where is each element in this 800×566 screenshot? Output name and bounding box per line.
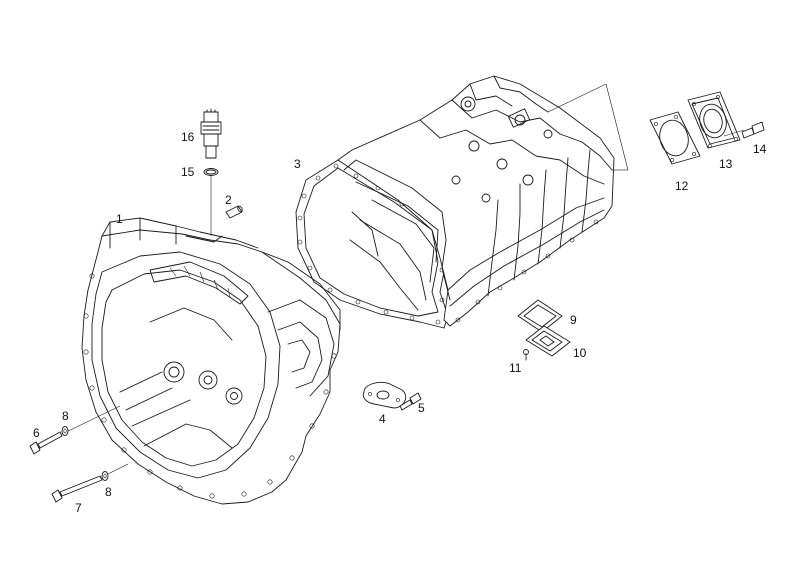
callout-labels: 1 2 3 4 5 6 7 8 8 9 10 11 12 13 14 15 16 [33,130,767,515]
sensor-switch [200,108,222,159]
flange-gasket [649,111,701,165]
callout-12: 12 [675,179,689,193]
housing-bolt-short [29,405,121,455]
callout-15: 15 [181,165,195,179]
clutch-housing-bell [81,217,341,505]
inspection-cover [525,325,571,357]
callout-14: 14 [753,142,767,156]
cover-bolt [399,392,422,411]
callout-8a: 8 [62,409,69,423]
callout-4: 4 [379,412,386,426]
washer-2 [101,471,109,481]
callout-8b: 8 [105,485,112,499]
callout-9: 9 [570,313,577,327]
callout-3: 3 [294,157,301,171]
washer [61,426,69,436]
flange-bolt [723,121,765,139]
gearbox-main-housing [337,75,615,327]
callout-5: 5 [418,401,425,415]
housing-bolt-long [51,463,129,503]
callout-13: 13 [719,157,733,171]
callout-10: 10 [573,346,587,360]
callout-1: 1 [116,212,123,226]
callout-16: 16 [181,130,195,144]
dowel-pin [225,205,243,219]
inspection-cover-screw [523,349,529,361]
callout-11: 11 [509,361,522,375]
cover-gasket-small [517,299,563,333]
callout-6: 6 [33,426,40,440]
flange-leader-lines [547,83,629,171]
callout-7: 7 [75,501,82,515]
o-ring [203,168,219,236]
callout-2: 2 [225,193,232,207]
rear-flange-cover [687,91,741,149]
cover-plate [362,381,407,409]
